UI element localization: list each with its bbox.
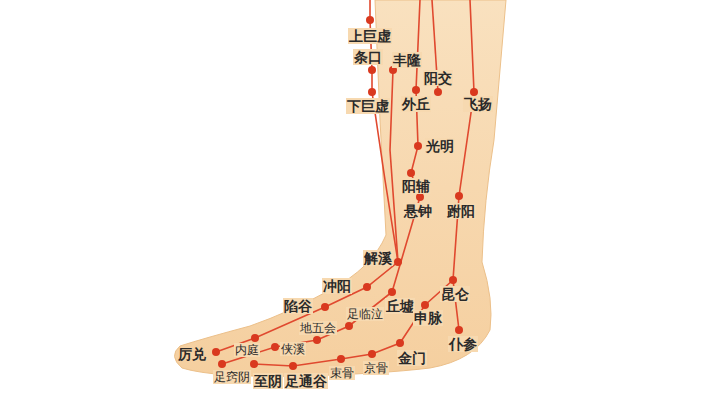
- meridian-lines: [216, 0, 474, 366]
- acupoint-label: 内庭: [234, 343, 260, 357]
- acupoint-label: 阳交: [423, 70, 453, 86]
- acupoint-dots: [212, 16, 478, 370]
- acupoint-label: 解溪: [363, 250, 393, 266]
- acupoint-label: 申脉: [413, 310, 443, 326]
- acupoint-label: 厉兑: [177, 346, 207, 362]
- acupoint-label: 跗阳: [446, 203, 476, 219]
- acupoint-label: 金门: [397, 350, 427, 366]
- acupoint-label: 足通谷: [284, 373, 328, 389]
- acupoint-label: 丰隆: [392, 52, 422, 68]
- leg-outline: [174, 0, 506, 376]
- acupoint-label: 下巨虚: [346, 98, 390, 114]
- acupoint-label: 昆仑: [440, 286, 470, 302]
- acupoint-label: 光明: [425, 138, 455, 154]
- acupoint-label: 京骨: [363, 361, 389, 375]
- acupoint-label: 飞扬: [463, 96, 493, 112]
- acupoint-label: 阳辅: [401, 178, 431, 194]
- acupoint-label: 地五会: [299, 321, 337, 335]
- acupoint-label: 仆参: [448, 336, 478, 352]
- acupoint-label: 至阴: [253, 373, 283, 389]
- acupoint-label: 条口: [353, 49, 383, 65]
- acupoint-label: 陷谷: [283, 298, 313, 314]
- acupoint-label: 悬钟: [403, 203, 433, 219]
- acupoint-label: 冲阳: [322, 278, 352, 294]
- acupoint-label: 束骨: [329, 366, 355, 380]
- acupoint-label: 上巨虚: [348, 28, 392, 44]
- acupoint-label: 足临泣: [346, 307, 384, 321]
- acupoint-label: 丘墟: [385, 298, 415, 314]
- acupoint-label: 侠溪: [280, 342, 306, 356]
- acupoint-label: 外丘: [401, 96, 431, 112]
- acupoint-label: 足窍阴: [213, 370, 251, 384]
